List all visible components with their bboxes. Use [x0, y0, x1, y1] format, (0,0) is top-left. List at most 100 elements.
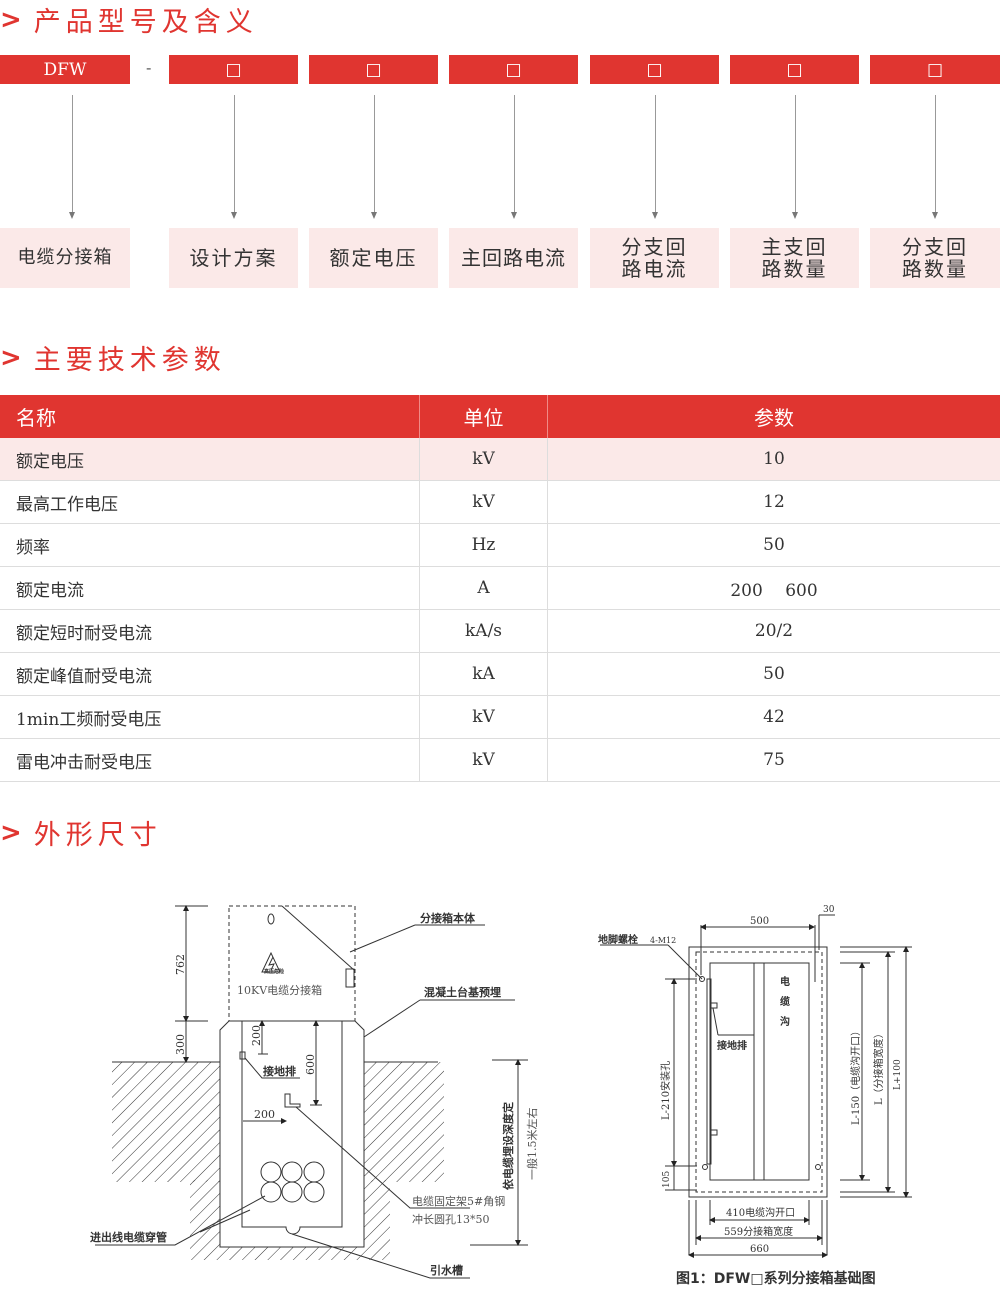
- model-meaning: 主回路电流: [449, 228, 578, 288]
- col-header-unit: 单位: [419, 395, 548, 438]
- arrow-down-icon: [932, 95, 938, 219]
- chevron-right-icon: >: [0, 4, 22, 35]
- arrow-down-icon: [511, 95, 517, 219]
- label-warning: 高压危险: [264, 968, 285, 975]
- label-conduit: 进出线电缆穿管: [90, 1230, 167, 1244]
- param-unit: kA/s: [419, 609, 548, 653]
- label-box-body: 分接箱本体: [420, 911, 476, 925]
- label-bolt-spec: 4-M12: [650, 936, 676, 945]
- installation-labels: 分接箱本体 混凝土台基预埋 10KV电缆分接箱 高压危险 接地排 电缆固定架5#…: [90, 911, 539, 1277]
- label-ground-bar: 接地排: [263, 1064, 296, 1078]
- model-meaning: 设计方案: [169, 228, 298, 288]
- param-unit: kA: [419, 652, 548, 696]
- label-ground-bar: 接地排: [717, 1039, 747, 1052]
- col-header-value: 参数: [547, 395, 1000, 438]
- dim-box-length: L（分接箱宽度）: [872, 1028, 885, 1105]
- dim-762: 762: [174, 954, 187, 975]
- param-value: 20/2: [547, 609, 1000, 653]
- param-value: 42: [547, 695, 1000, 739]
- section-title-model: > 产品型号及含义: [0, 0, 258, 39]
- label-trench-2: 缆: [780, 995, 790, 1008]
- label-box-text: 10KV电缆分接箱: [237, 983, 322, 997]
- dim-l-plus-100: L+100: [893, 1059, 903, 1090]
- param-value: 12: [547, 480, 1000, 524]
- model-code-dfw: DFW: [0, 55, 130, 84]
- model-code: □: [449, 55, 578, 84]
- dim-install-holes: L-210安装孔: [659, 1061, 672, 1120]
- model-code: □: [590, 55, 719, 84]
- label-trench-3: 沟: [780, 1015, 790, 1028]
- label-bracket-hole: 冲长圆孔13*50: [412, 1212, 490, 1226]
- label-drain: 引水槽: [430, 1263, 463, 1277]
- dim-trench-opening-length: L-150（电缆沟开口）: [849, 1026, 862, 1125]
- arrow-down-icon: [231, 95, 237, 219]
- arrow-down-icon: [792, 95, 798, 219]
- label-bracket: 电缆固定架5#角钢: [412, 1194, 505, 1208]
- param-value: 200 600: [547, 566, 1000, 610]
- dim-200-vertical: 200: [250, 1025, 263, 1046]
- section-title-text: 外形尺寸: [33, 820, 162, 851]
- param-unit: kV: [419, 438, 548, 481]
- model-code: □: [730, 55, 859, 84]
- section-title-dims: > 外形尺寸: [0, 813, 162, 852]
- dim-105: 105: [662, 1171, 672, 1188]
- model-code: □: [870, 55, 1000, 84]
- param-unit: kV: [419, 695, 548, 739]
- param-unit: kV: [419, 738, 548, 782]
- label-concrete: 混凝土台基预埋: [424, 985, 501, 999]
- model-meaning: 分支回 路电流: [590, 228, 719, 288]
- model-meaning: 主支回 路数量: [730, 228, 859, 288]
- param-name: 1min工频耐受电压: [0, 695, 420, 739]
- param-name: 额定电压: [0, 438, 420, 481]
- param-value: 75: [547, 738, 1000, 782]
- param-name: 额定电流: [0, 566, 420, 610]
- dim-30: 30: [823, 905, 835, 915]
- param-unit: A: [419, 566, 548, 610]
- col-header-name: 名称: [0, 395, 420, 438]
- section-title-text: 主要技术参数: [33, 345, 226, 376]
- chevron-right-icon: >: [0, 342, 22, 373]
- arrow-down-icon: [371, 95, 377, 219]
- dim-500: 500: [750, 916, 769, 927]
- model-code: □: [169, 55, 298, 84]
- arrow-down-icon: [652, 95, 658, 219]
- label-anchor-bolt: 地脚螺栓: [598, 933, 638, 946]
- chevron-right-icon: >: [0, 817, 22, 848]
- model-meaning: 分支回 路数量: [870, 228, 1000, 288]
- param-name: 雷电冲击耐受电压: [0, 738, 420, 782]
- model-meaning: 电缆分接箱: [0, 228, 130, 288]
- param-value: 50: [547, 652, 1000, 696]
- figure-caption: 图1：DFW□系列分接箱基础图: [676, 1270, 876, 1287]
- section-title-text: 产品型号及含义: [33, 7, 258, 38]
- dim-559: 559分接箱宽度: [724, 1225, 793, 1238]
- param-name: 最高工作电压: [0, 480, 420, 524]
- installation-section-drawing: [95, 905, 528, 1279]
- model-code: □: [309, 55, 438, 84]
- foundation-plan-drawing: [600, 914, 912, 1258]
- param-value: 10: [547, 438, 1000, 481]
- dim-300: 300: [174, 1034, 187, 1055]
- dim-200-horizontal: 200: [254, 1108, 275, 1121]
- arrow-down-icon: [69, 95, 75, 219]
- param-value: 50: [547, 523, 1000, 567]
- foundation-plan-labels: 500 30 地脚螺栓 4-M12 电 缆 沟 接地排 L-210安装孔 105…: [598, 905, 903, 1287]
- param-name: 额定短时耐受电流: [0, 609, 420, 653]
- dim-410: 410电缆沟开口: [726, 1206, 795, 1219]
- label-depth: 依电缆埋设深度定: [501, 1102, 515, 1190]
- param-name: 频率: [0, 523, 420, 567]
- param-name: 额定峰值耐受电流: [0, 652, 420, 696]
- dim-660: 660: [750, 1244, 769, 1255]
- section-title-tech: > 主要技术参数: [0, 338, 226, 377]
- separator: -: [146, 58, 152, 77]
- label-depth-note: 一般1.5米左右: [525, 1108, 539, 1181]
